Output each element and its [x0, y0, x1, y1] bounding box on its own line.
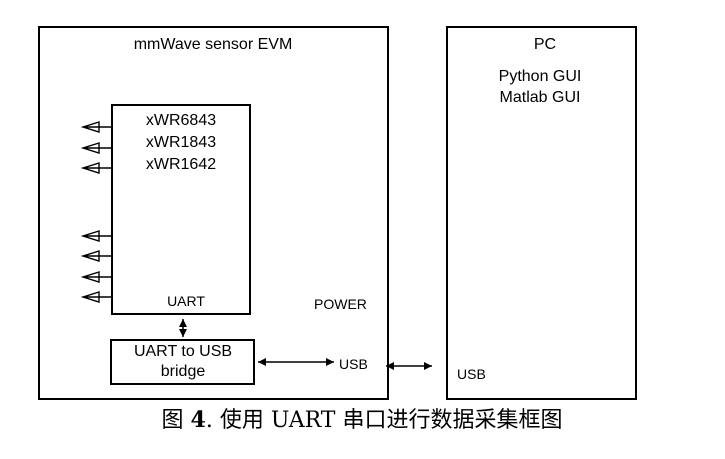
bridge-label-line2: bridge — [160, 363, 206, 380]
power-label: POWER — [314, 296, 367, 312]
chip-model-1: xWR6843 — [145, 112, 217, 129]
tx-antenna-icon — [80, 121, 112, 133]
evm-title: mmWave sensor EVM — [133, 36, 293, 53]
rx-antenna-icon — [80, 291, 112, 303]
chip-model-2: xWR1843 — [145, 134, 217, 151]
rx-antenna-icon — [80, 230, 112, 242]
pc-usb-label: USB — [457, 366, 486, 382]
pc-software-1: Python GUI — [498, 68, 582, 85]
pc-box — [446, 26, 637, 400]
rx-antenna-icon — [80, 250, 112, 262]
pc-title: PC — [533, 36, 557, 53]
chip-model-3: xWR1642 — [145, 156, 217, 173]
caption-text: . 使用 UART 串口进行数据采集框图 — [205, 408, 563, 433]
bridge-label-line1: UART to USB — [133, 343, 233, 360]
caption-prefix: 图 — [161, 408, 191, 433]
uart-label: UART — [167, 293, 205, 309]
bridge-box — [110, 339, 255, 385]
caption-number: 4 — [190, 407, 206, 433]
tx-antenna-icon — [80, 162, 112, 174]
pc-software-2: Matlab GUI — [499, 89, 581, 106]
evm-box — [38, 26, 389, 400]
figure-caption: 图 4. 使用 UART 串口进行数据采集框图 — [162, 402, 563, 434]
rx-antenna-icon — [80, 271, 112, 283]
tx-antenna-icon — [80, 142, 112, 154]
evm-usb-label: USB — [339, 356, 368, 372]
antenna-group — [80, 121, 112, 303]
chip-box — [111, 104, 251, 315]
